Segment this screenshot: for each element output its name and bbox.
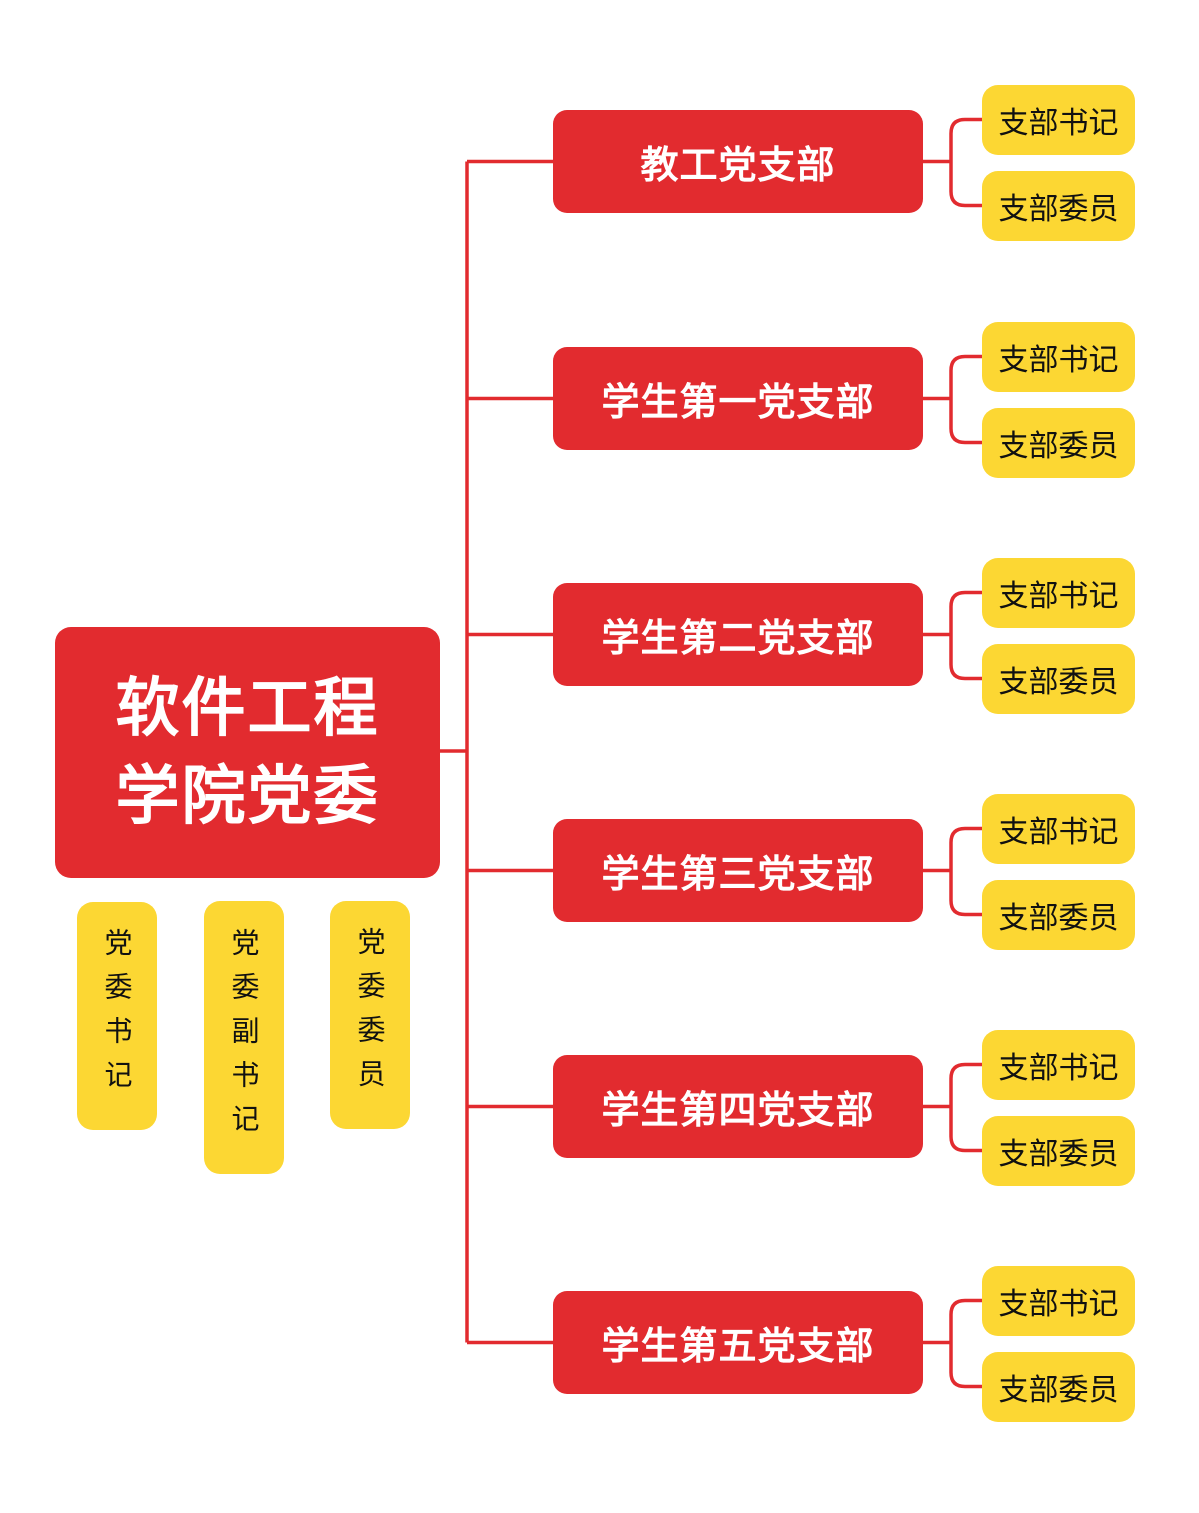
branch-secretary-node: 支部书记 [982,84,1135,155]
branch-name: 学生第五党支部 [601,1324,875,1368]
member-role-label: 支部书记 [998,1050,1119,1086]
branch-name: 学生第四党支部 [601,1088,875,1132]
member-role-label: 支部书记 [998,105,1119,141]
committee-role-label: 党委书记 [100,928,134,1104]
member-connector-bracket [949,1298,982,1389]
branch-name: 学生第一党支部 [601,380,875,424]
member-role-label: 支部委员 [998,900,1119,936]
member-connector-bracket [949,1062,982,1153]
branch-secretary-node: 支部书记 [982,321,1135,392]
committee-role-deputy-secretary: 党委副书记 [204,901,284,1174]
root-node-party-committee: 软件工程 学院党委 [55,627,440,878]
branch-secretary-node: 支部书记 [982,557,1135,628]
member-connector-bracket [949,826,982,917]
branch-secretary-node: 支部书记 [982,793,1135,864]
member-role-label: 支部书记 [998,578,1119,614]
member-role-label: 支部委员 [998,191,1119,227]
root-title-line-1: 软件工程 [115,671,380,746]
committee-role-label: 党委副书记 [227,927,261,1148]
branch-secretary-node: 支部书记 [982,1029,1135,1100]
member-role-label: 支部委员 [998,1136,1119,1172]
branch-member-node: 支部委员 [982,1115,1135,1186]
committee-role-secretary: 党委书记 [77,902,157,1130]
committee-role-member: 党委委员 [330,901,410,1129]
member-connector-bracket [949,590,982,681]
branch-member-node: 支部委员 [982,407,1135,478]
committee-role-label: 党委委员 [353,927,387,1103]
branch-node: 学生第二党支部 [553,583,923,686]
member-role-label: 支部委员 [998,1372,1119,1408]
branch-name: 学生第三党支部 [601,852,875,896]
member-role-label: 支部委员 [998,664,1119,700]
member-role-label: 支部书记 [998,1286,1119,1322]
branch-member-node: 支部委员 [982,643,1135,714]
branch-member-node: 支部委员 [982,170,1135,241]
branch-node: 教工党支部 [553,110,923,213]
branch-node: 学生第四党支部 [553,1055,923,1158]
member-role-label: 支部书记 [998,814,1119,850]
branch-node: 学生第一党支部 [553,347,923,450]
root-title-line-2: 学院党委 [115,759,380,834]
member-connector-bracket [949,117,982,208]
member-role-label: 支部书记 [998,342,1119,378]
branch-node: 学生第三党支部 [553,819,923,922]
member-role-label: 支部委员 [998,428,1119,464]
branch-member-node: 支部委员 [982,1351,1135,1422]
branch-name: 学生第二党支部 [601,616,875,660]
branch-secretary-node: 支部书记 [982,1265,1135,1336]
branch-node: 学生第五党支部 [553,1291,923,1394]
branch-name: 教工党支部 [640,143,836,187]
branch-member-node: 支部委员 [982,879,1135,950]
member-connector-bracket [949,354,982,445]
